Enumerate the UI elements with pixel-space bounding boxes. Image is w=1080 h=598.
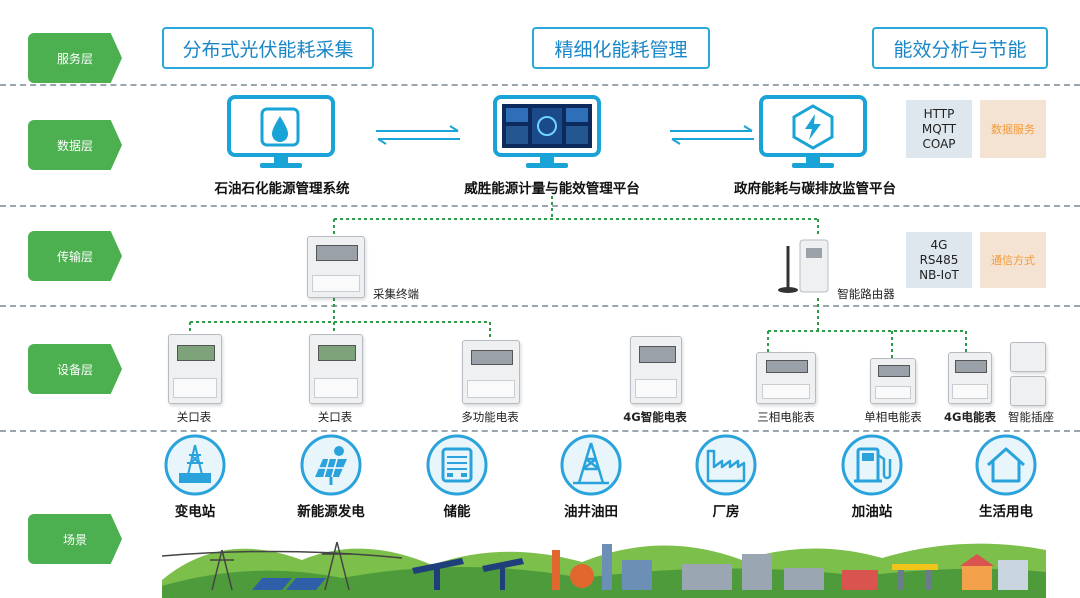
layer-tab-scene: 场景 [28,514,122,564]
landscape-illustration [162,520,1046,598]
device-label: 4G智能电表 [623,410,687,424]
energy-storage-icon [426,434,488,496]
smart-socket-device [1010,376,1046,406]
single-phase-meter-device [870,358,916,404]
layer-tab-data: 数据层 [28,120,122,170]
device-label: 单相电能表 [864,410,922,424]
scene-label: 厂房 [712,504,740,520]
layer-divider [0,205,1080,207]
gateway-meter-device [309,334,363,404]
scene-label: 油井油田 [564,504,618,520]
service-box-efficiency-analysis: 能效分析与节能 [872,27,1048,69]
device-label: 关口表 [317,410,353,424]
comms-rs485: RS485 [919,252,959,267]
device-label: 关口表 [176,410,212,424]
layer-tab-device: 设备层 [28,344,122,394]
platform-label-petrochemical: 石油石化能源管理系统 [214,181,350,197]
layer-divider [0,84,1080,86]
4g-smart-meter-device [630,336,682,404]
device-label: 多功能电表 [461,410,519,424]
device-label: 三相电能表 [757,410,815,424]
scene-label: 储能 [443,504,471,520]
three-phase-meter-device [756,352,816,404]
comms-box: 4G RS485 NB-IoT [906,232,972,288]
bidirectional-arrow-icon [670,125,754,145]
smart-socket-device [1010,342,1046,372]
fuel-pump-icon [841,434,903,496]
substation-icon [164,434,226,496]
router-antenna-icon [778,239,829,293]
platform-label-wasion: 威胜能源计量与能效管理平台 [464,181,640,197]
scene-label: 变电站 [174,504,216,520]
dashboard-monitor-icon [493,95,601,168]
protocol-mqtt: MQTT [921,121,957,136]
scene-label: 生活用电 [979,504,1033,520]
4g-meter-device [948,352,992,404]
device-label: 4G电能表 [944,410,996,424]
layer-divider [0,305,1080,307]
router-label: 智能路由器 [837,287,895,301]
layer-tab-service: 服务层 [28,33,122,83]
layer-divider [0,430,1080,432]
factory-icon [695,434,757,496]
comms-nbiot: NB-IoT [919,267,959,282]
solar-panel-icon [300,434,362,496]
device-label: 智能插座 [1008,410,1054,424]
comms-method-tag: 通信方式 [980,232,1046,288]
oil-derrick-icon [560,434,622,496]
collection-terminal-device [307,236,365,298]
service-box-pv-collection: 分布式光伏能耗采集 [162,27,374,69]
gateway-meter-device [168,334,222,404]
house-icon [975,434,1037,496]
scene-label: 加油站 [851,504,893,520]
protocol-http: HTTP [923,106,955,121]
comms-4g: 4G [930,237,948,252]
service-box-energy-management: 精细化能耗管理 [532,27,710,69]
bidirectional-arrow-icon [376,125,460,145]
platform-label-government: 政府能耗与碳排放监管平台 [734,181,896,197]
multifunction-meter-device [462,340,520,404]
protocol-coap: COAP [922,136,956,151]
data-service-tag: 数据服务 [980,100,1046,158]
collection-terminal-label: 采集终端 [373,287,419,301]
scene-label: 新能源发电 [297,504,365,520]
lightning-monitor-icon [759,95,867,168]
monitor-icon [227,95,335,168]
layer-tab-transport: 传输层 [28,231,122,281]
protocol-box: HTTP MQTT COAP [906,100,972,158]
